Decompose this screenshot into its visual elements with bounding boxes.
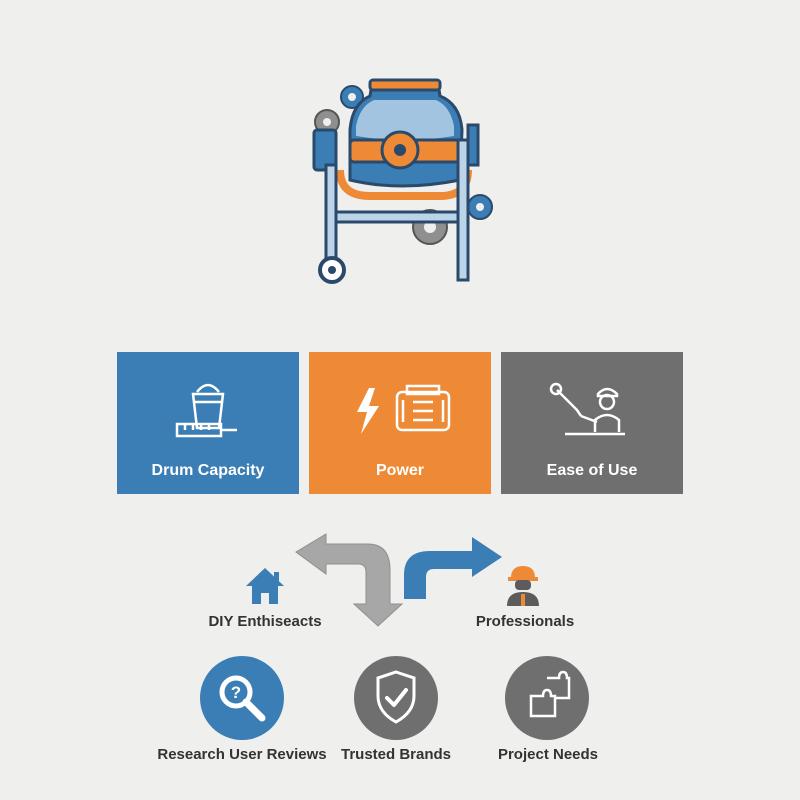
tile-label: Power	[375, 462, 424, 479]
worker-wrench-icon	[549, 382, 625, 436]
step-label-project-needs: Project Needs	[497, 746, 599, 763]
bucket-measure-icon	[175, 383, 237, 438]
blue-arrow-icon	[404, 537, 502, 599]
audience-label-professionals: Professionals	[475, 613, 575, 630]
lightning-motor-icon	[357, 384, 451, 434]
tile-ease-of-use: Ease of Use	[501, 352, 683, 494]
step-label-trusted-brands: Trusted Brands	[340, 746, 452, 763]
gray-arrow-icon	[295, 533, 404, 627]
tile-label: Ease of Use	[546, 462, 638, 479]
tile-power: Power	[309, 352, 491, 494]
step-trusted-brands-circle	[354, 656, 438, 740]
cement-mixer-icon	[312, 78, 493, 284]
step-project-needs-circle	[505, 656, 589, 740]
step-label-research: Research User Reviews	[157, 746, 327, 763]
hard-hat-worker-icon	[507, 566, 539, 606]
tile-label: Drum Capacity	[151, 462, 265, 479]
tile-drum-capacity: Drum Capacity	[117, 352, 299, 494]
svg-text:?: ?	[231, 683, 241, 702]
audience-label-diy: DIY Enthiseacts	[208, 613, 322, 630]
house-icon	[246, 568, 284, 604]
puzzle-icon	[529, 670, 571, 718]
magnifier-question-icon: ?	[219, 675, 266, 722]
step-research-circle: ?	[200, 656, 284, 740]
shield-check-icon	[376, 670, 416, 724]
